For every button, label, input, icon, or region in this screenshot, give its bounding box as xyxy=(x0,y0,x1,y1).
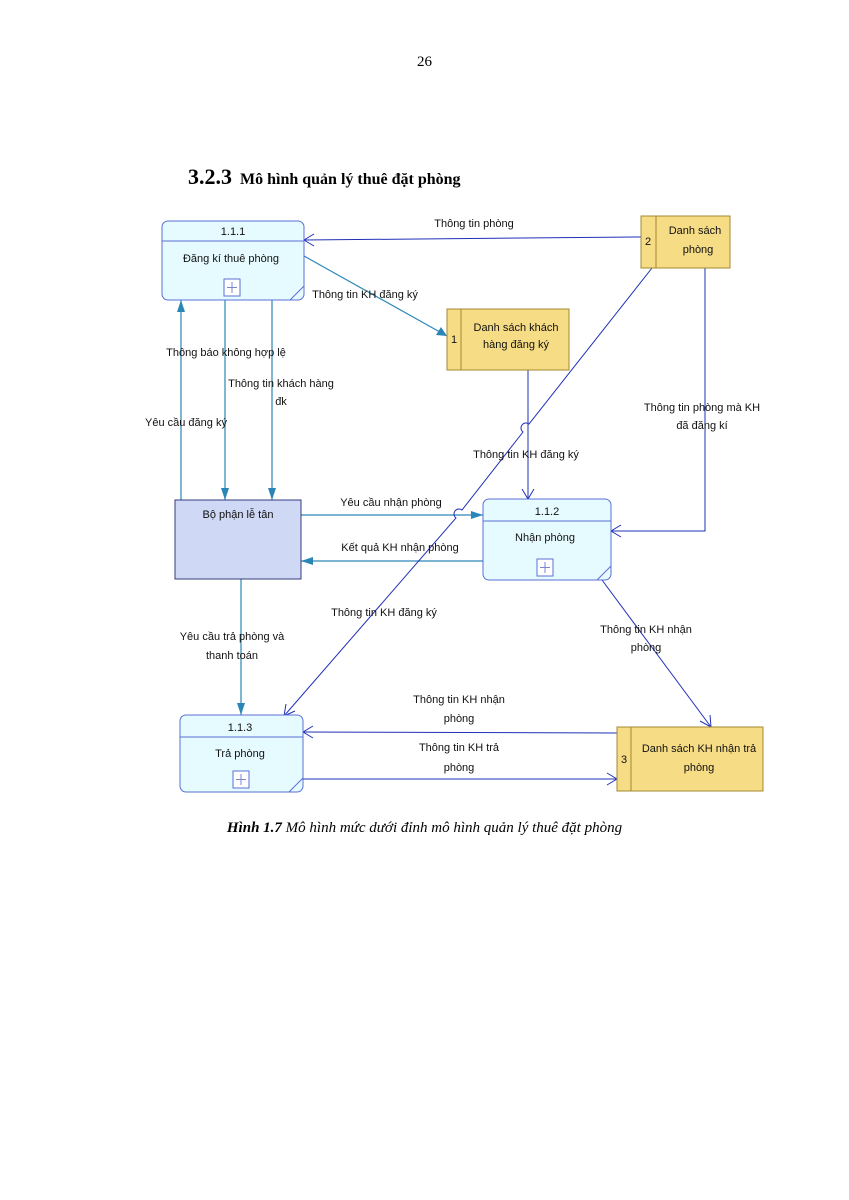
flow-label: Thông tin KH đăng ký xyxy=(312,289,418,301)
section-heading: 3.2.3 Mô hình quản lý thuê đặt phòng xyxy=(188,164,461,190)
store-checkin-checkout-list[interactable]: 3 Danh sách KH nhận trả phòng xyxy=(616,726,764,792)
section-title: Mô hình quản lý thuê đặt phòng xyxy=(240,171,461,188)
store-name-line: phòng xyxy=(684,762,715,774)
flow-store3-to-checkout xyxy=(302,725,618,739)
process-id: 1.1.1 xyxy=(221,226,245,238)
process-id: 1.1.2 xyxy=(535,506,559,518)
flow-label: đã đăng kí xyxy=(676,420,727,432)
flow-label: Thông tin khách hàng xyxy=(228,378,334,390)
store-name-line: phòng xyxy=(683,244,714,256)
process-register[interactable]: 1.1.1 Đăng kí thuê phòng xyxy=(161,220,305,301)
flow-label: Thông tin KH trả xyxy=(419,742,500,754)
flow-label: Yêu cầu đăng ký xyxy=(145,417,227,429)
entity-reception[interactable]: Bộ phận lễ tân xyxy=(174,499,302,580)
flow-room-info-to-register xyxy=(303,233,642,247)
page-number: 26 xyxy=(417,54,432,70)
flow-label: Thông tin KH nhận xyxy=(413,694,505,706)
store-room-list[interactable]: 2 Danh sách phòng xyxy=(640,215,731,269)
flow-invalid-notice xyxy=(177,300,185,500)
process-id: 1.1.3 xyxy=(228,722,252,734)
flow-checkin-request xyxy=(301,511,483,519)
flow-label: Thông tin KH đăng ký xyxy=(331,607,437,619)
flow-checkout-to-store3 xyxy=(303,772,618,786)
process-name: Đăng kí thuê phòng xyxy=(183,253,279,265)
caption-label: Hình 1.7 xyxy=(226,820,282,836)
store-number: 1 xyxy=(451,334,457,346)
flow-label: Thông tin phòng mà KH xyxy=(644,402,760,414)
store-name-line: Danh sách xyxy=(669,225,722,237)
flow-label: Yêu cầu nhận phòng xyxy=(340,497,442,509)
figure-caption: Hình 1.7 Mô hình mức dưới đỉnh mô hình q… xyxy=(0,820,849,837)
flow-label: phòng xyxy=(631,642,662,654)
process-checkin[interactable]: 1.1.2 Nhận phòng xyxy=(482,498,612,581)
store-name-line: Danh sách KH nhận trả xyxy=(642,743,757,755)
flow-label: Thông báo không hợp lệ xyxy=(166,347,286,359)
flow-label: đk xyxy=(275,396,287,408)
flow-label: Thông tin KH nhận xyxy=(600,624,692,636)
store-number: 3 xyxy=(621,754,627,766)
flow-customer-store-to-checkin xyxy=(521,370,535,500)
flow-customer-info xyxy=(268,300,276,500)
store-name-line: Danh sách khách xyxy=(474,322,559,334)
section-number: 3.2.3 xyxy=(188,164,232,189)
caption-text: Mô hình mức dưới đỉnh mô hình quản lý th… xyxy=(281,820,623,836)
process-checkout[interactable]: 1.1.3 Trả phòng xyxy=(179,714,304,793)
store-number: 2 xyxy=(645,236,651,248)
flow-label: Kết quả KH nhận phòng xyxy=(341,542,458,554)
flow-label: Yêu cầu trả phòng và xyxy=(180,631,285,643)
store-customer-list[interactable]: 1 Danh sách khách hàng đăng ký xyxy=(446,308,570,371)
process-name: Nhận phòng xyxy=(515,532,575,544)
flow-register-request xyxy=(221,300,229,500)
store-name-line: hàng đăng ký xyxy=(483,339,550,351)
flow-label: Thông tin KH đăng ký xyxy=(473,449,579,461)
flow-checkin-result xyxy=(301,557,483,565)
flow-label: Thông tin phòng xyxy=(434,218,514,230)
flow-checkout-request xyxy=(237,579,245,715)
flow-register-to-customer-store xyxy=(303,255,448,337)
flow-label: phòng xyxy=(444,713,475,725)
entity-name: Bộ phận lễ tân xyxy=(203,508,274,521)
flow-label: thanh toán xyxy=(206,650,258,662)
flow-label: phòng xyxy=(444,762,475,774)
process-name: Trả phòng xyxy=(215,748,265,760)
